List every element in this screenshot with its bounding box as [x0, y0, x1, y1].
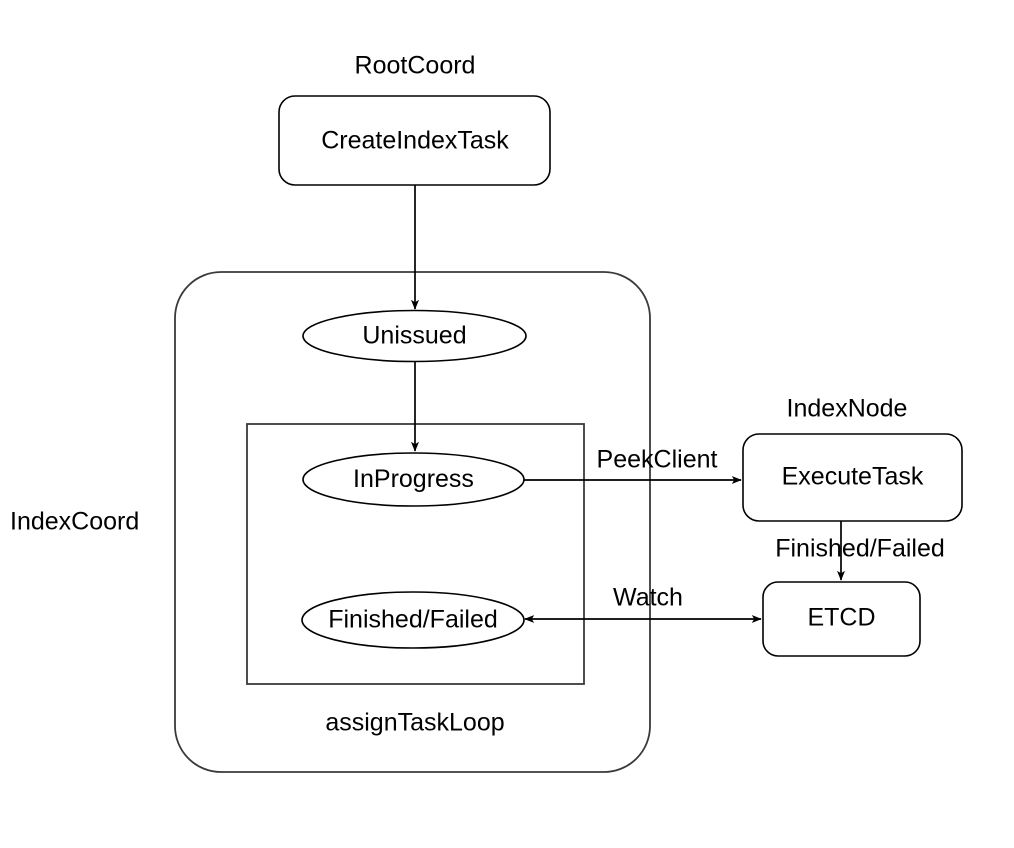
- in-progress-ellipse[interactable]: [302, 452, 525, 507]
- execute-task-label: ExecuteTask: [782, 463, 924, 491]
- edge-label-watch: Watch: [613, 584, 683, 612]
- etcd-box[interactable]: [762, 581, 921, 657]
- unissued-label: Unissued: [362, 322, 466, 350]
- rootcoord-group-label: RootCoord: [355, 52, 476, 80]
- unissued-ellipse[interactable]: [302, 309, 527, 363]
- execute-task-box[interactable]: [742, 433, 963, 522]
- node-execute-task[interactable]: ExecuteTask: [742, 433, 963, 522]
- in-progress-label: InProgress: [353, 465, 474, 493]
- edge-label-finished-failed: Finished/Failed: [775, 535, 945, 563]
- create-index-task-label: CreateIndexTask: [321, 127, 509, 155]
- assigntaskloop-group-label: assignTaskLoop: [325, 709, 504, 737]
- node-etcd[interactable]: ETCD: [762, 581, 921, 657]
- node-finished-failed[interactable]: Finished/Failed: [301, 591, 525, 649]
- etcd-label: ETCD: [807, 604, 875, 632]
- finished-failed-ellipse[interactable]: [301, 591, 525, 649]
- node-in-progress[interactable]: InProgress: [302, 452, 525, 507]
- edge-label-peekclient: PeekClient: [597, 446, 718, 474]
- node-create-index-task[interactable]: CreateIndexTask: [278, 95, 551, 186]
- indexcoord-container: [174, 271, 651, 773]
- create-index-task-box[interactable]: [278, 95, 551, 186]
- node-unissued[interactable]: Unissued: [302, 309, 527, 363]
- indexcoord-group-label: IndexCoord: [10, 508, 139, 536]
- finished-failed-label: Finished/Failed: [328, 606, 498, 634]
- indexnode-group-label: IndexNode: [787, 395, 908, 423]
